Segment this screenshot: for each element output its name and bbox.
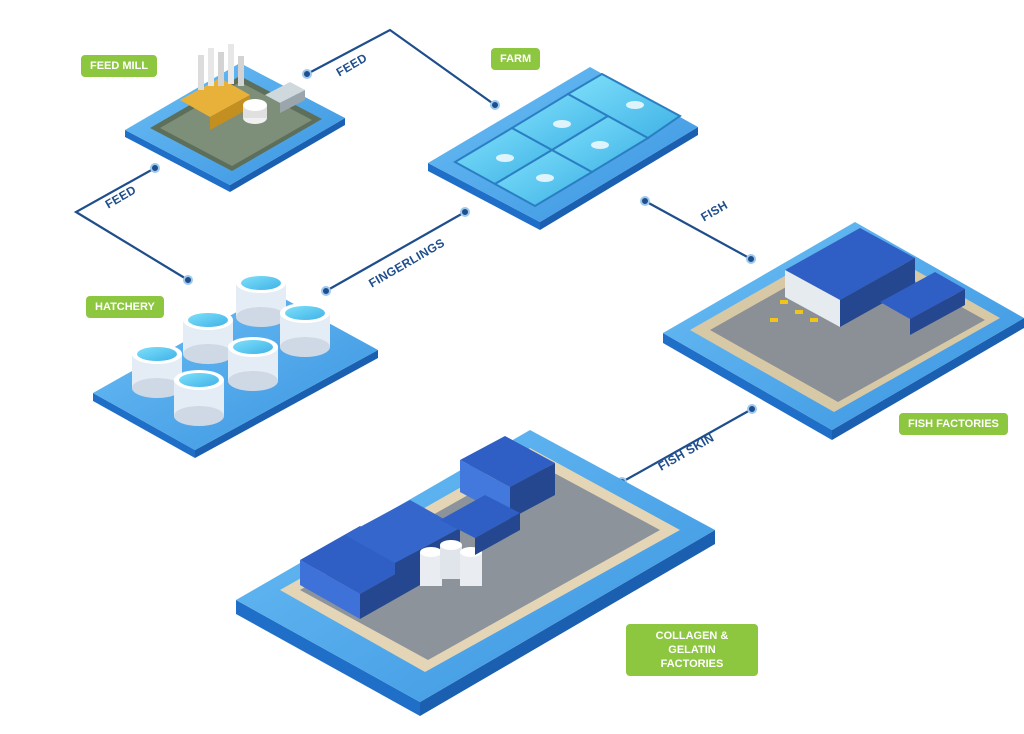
connector-dot [183,275,193,285]
connector-feedmill-farm [306,28,496,106]
connector-dot [490,100,500,110]
connector-dot [640,196,650,206]
node-label-farm: FARM [491,48,541,70]
collagen-label-line-2: FACTORIES [660,658,724,670]
hatchery-tank [174,370,224,426]
storage-tanks [420,540,482,586]
collagen-factory-building-3 [460,436,555,487]
connector-feedmill-hatchery [73,167,189,281]
collagen-factory-building-2 [345,500,460,563]
connector-dot [746,254,756,264]
node-label-feed-mill: FEED MILL [81,55,158,77]
hatchery-platform [93,273,378,458]
collagen-label-line-1: COLLAGEN & GELATIN [655,630,729,656]
connector-dot [302,69,312,79]
fish-factories-platform [663,222,1024,440]
farm-platform [428,67,698,230]
connector-dot [321,286,331,296]
connector-dot [460,207,470,217]
hatchery-tank [132,344,182,398]
feed-mill-conveyor-icon [180,78,250,117]
connector-dot [747,404,757,414]
hatchery-tank [236,273,286,327]
hatchery-tank [228,337,278,391]
fish-pond-5 [565,72,682,140]
hatchery-tank [280,303,330,357]
connector-dots [150,69,757,487]
connector-farm-fishfactories [644,200,752,260]
collagen-gelatin-platform [236,430,715,716]
feed-mill-platform [125,44,345,192]
node-label-collagen-gelatin-factories: COLLAGEN & GELATIN FACTORIES [626,624,758,676]
node-label-fish-factories: FISH FACTORIES [899,413,1008,435]
connector-fishfactories-collagen [621,408,753,483]
hatchery-tanks [132,273,330,426]
hatchery-tank [183,310,233,364]
fish-factory-building [785,228,915,300]
connector-lines [73,28,753,483]
connector-dot [150,163,160,173]
connector-hatchery-farm [325,211,466,292]
node-label-hatchery: HATCHERY [86,296,164,318]
